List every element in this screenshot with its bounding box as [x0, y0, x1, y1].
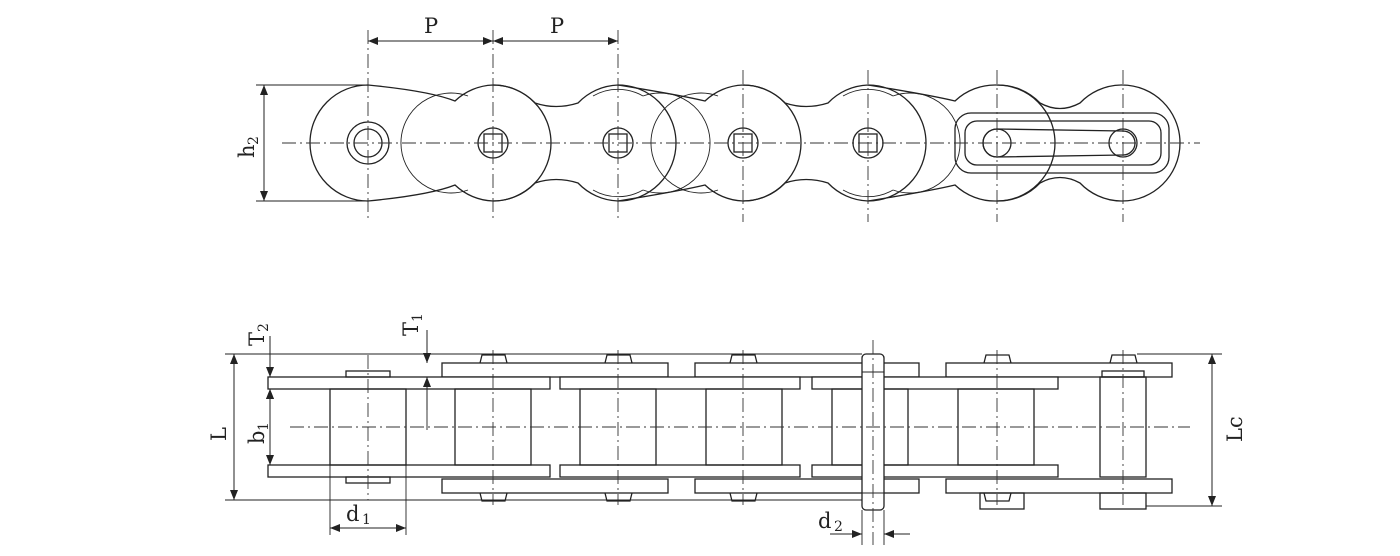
top-center-lines — [282, 30, 1200, 222]
lc-dimension: Lc — [1137, 353, 1247, 507]
t1-dimension: T 1 — [399, 313, 560, 430]
l-label: L — [207, 427, 231, 441]
d1-label-main: d — [346, 502, 359, 526]
pitch-label-1: P — [424, 14, 438, 38]
h2-label-main: h — [235, 144, 259, 158]
t1-label-main: T — [399, 322, 423, 336]
b1-label-sub: 1 — [256, 422, 272, 431]
b1-label-main: b — [245, 431, 269, 444]
pitch-label-2: P — [550, 14, 564, 38]
d1-label-sub: 1 — [362, 512, 371, 528]
inner-plates — [267, 376, 1059, 478]
t2-label-sub: 2 — [256, 323, 272, 332]
d1-dimension: d 1 — [329, 465, 407, 535]
side-center-lines — [290, 340, 1190, 545]
h2-label-sub: 2 — [246, 136, 262, 145]
pin-heads — [479, 354, 1138, 502]
top-view: P P h 2 — [235, 14, 1200, 222]
d2-dimension: d 2 — [818, 509, 910, 545]
length-dimension-l: L — [207, 353, 862, 501]
b1-dimension: b 1 — [245, 389, 274, 465]
t2-label-main: T — [245, 332, 269, 346]
d2-label-sub: 2 — [834, 519, 843, 535]
side-view: L T 2 b 1 T 1 — [207, 313, 1247, 545]
outer-plates — [441, 362, 1173, 494]
height-dimension-h2: h 2 — [235, 84, 368, 202]
d2-label-main: d — [818, 509, 831, 533]
pitch-dimensions: P P — [368, 14, 618, 45]
t1-label-sub: 1 — [410, 313, 426, 322]
lc-label: Lc — [1223, 416, 1247, 442]
